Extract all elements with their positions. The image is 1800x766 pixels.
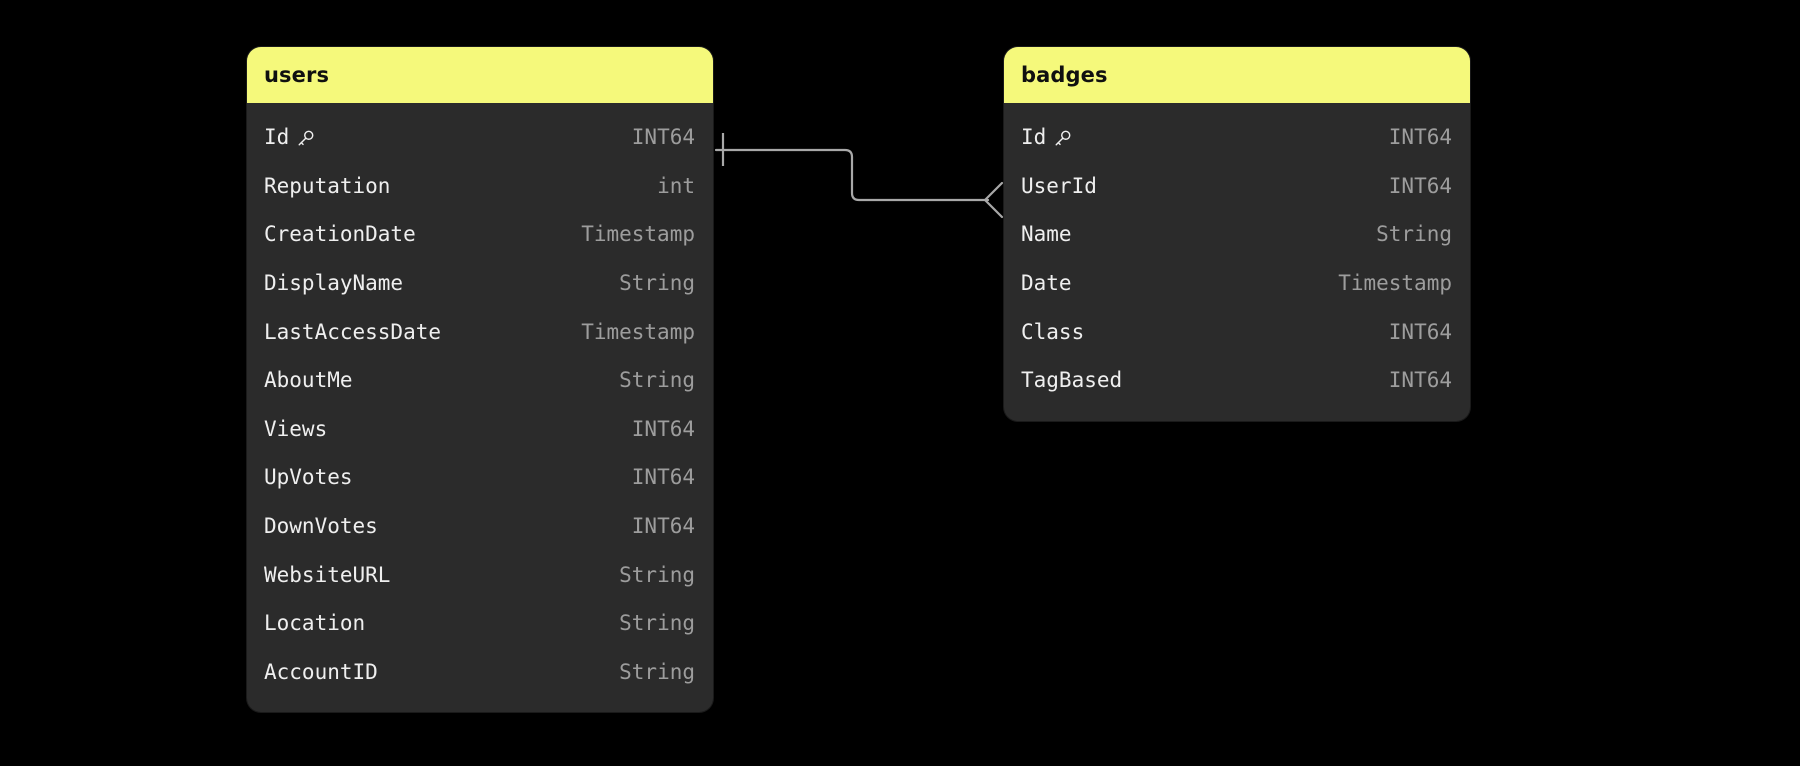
entity-fields-users: Id INT64 Reputation int CreationDate: [247, 103, 713, 712]
field-row[interactable]: WebsiteURL String: [247, 550, 713, 599]
field-type: INT64: [631, 465, 695, 490]
field-row[interactable]: AboutMe String: [247, 356, 713, 405]
field-type: String: [619, 611, 695, 636]
field-row[interactable]: Views INT64: [247, 405, 713, 454]
field-row[interactable]: DownVotes INT64: [247, 502, 713, 551]
field-row[interactable]: UpVotes INT64: [247, 453, 713, 502]
field-name: LastAccessDate: [264, 319, 442, 344]
field-type: INT64: [1388, 368, 1452, 393]
field-name: UpVotes: [264, 465, 353, 490]
field-name: AccountID: [264, 659, 378, 684]
entity-table-users[interactable]: users Id INT64 Reputation i: [247, 47, 713, 713]
field-name: AboutMe: [264, 368, 353, 393]
field-row[interactable]: Location String: [247, 599, 713, 648]
connector-path: [714, 148, 990, 202]
field-row[interactable]: TagBased INT64: [1004, 356, 1470, 405]
field-name: UserId: [1021, 173, 1097, 198]
field-row[interactable]: DisplayName String: [247, 259, 713, 308]
field-type: Timestamp: [581, 319, 695, 344]
field-type: Timestamp: [581, 222, 695, 247]
cardinality-many-marker: [983, 181, 1004, 219]
field-type: INT64: [631, 514, 695, 539]
relationship-users-badges[interactable]: [714, 133, 1004, 219]
field-type: INT64: [631, 416, 695, 441]
field-name: Class: [1021, 319, 1085, 344]
field-name: Id: [1021, 125, 1072, 149]
field-type: INT64: [1388, 125, 1452, 150]
field-type: String: [1376, 222, 1452, 247]
field-type: String: [619, 659, 695, 684]
entity-header-users: users: [247, 47, 713, 103]
field-row[interactable]: LastAccessDate Timestamp: [247, 307, 713, 356]
entity-header-badges: badges: [1004, 47, 1470, 103]
field-type: INT64: [1388, 173, 1452, 198]
field-name: Id: [264, 125, 315, 149]
field-row[interactable]: Name String: [1004, 210, 1470, 259]
field-row[interactable]: CreationDate Timestamp: [247, 210, 713, 259]
field-label: Id: [264, 125, 290, 150]
field-row[interactable]: AccountID String: [247, 648, 713, 697]
entity-table-badges[interactable]: badges Id INT64 UserId INT6: [1004, 47, 1470, 421]
field-type: INT64: [631, 125, 695, 150]
field-name: TagBased: [1021, 368, 1123, 393]
field-row[interactable]: UserId INT64: [1004, 162, 1470, 211]
field-name: Date: [1021, 271, 1072, 296]
field-type: INT64: [1388, 319, 1452, 344]
field-name: Reputation: [264, 173, 391, 198]
field-name: DownVotes: [264, 514, 378, 539]
field-type: String: [619, 368, 695, 393]
field-name: Views: [264, 416, 328, 441]
field-name: DisplayName: [264, 271, 404, 296]
entity-fields-badges: Id INT64 UserId INT64 Name S: [1004, 103, 1470, 421]
key-icon: [1053, 129, 1072, 148]
field-row[interactable]: Id INT64: [247, 113, 713, 162]
field-name: Name: [1021, 222, 1072, 247]
field-row[interactable]: Id INT64: [1004, 113, 1470, 162]
field-row[interactable]: Reputation int: [247, 162, 713, 211]
field-row[interactable]: Class INT64: [1004, 307, 1470, 356]
field-type: String: [619, 562, 695, 587]
field-type: int: [657, 173, 695, 198]
key-icon: [296, 129, 315, 148]
field-row[interactable]: Date Timestamp: [1004, 259, 1470, 308]
field-name: Location: [264, 611, 366, 636]
field-name: CreationDate: [264, 222, 416, 247]
field-label: Id: [1021, 125, 1047, 150]
field-type: Timestamp: [1338, 271, 1452, 296]
field-name: WebsiteURL: [264, 562, 391, 587]
field-type: String: [619, 271, 695, 296]
